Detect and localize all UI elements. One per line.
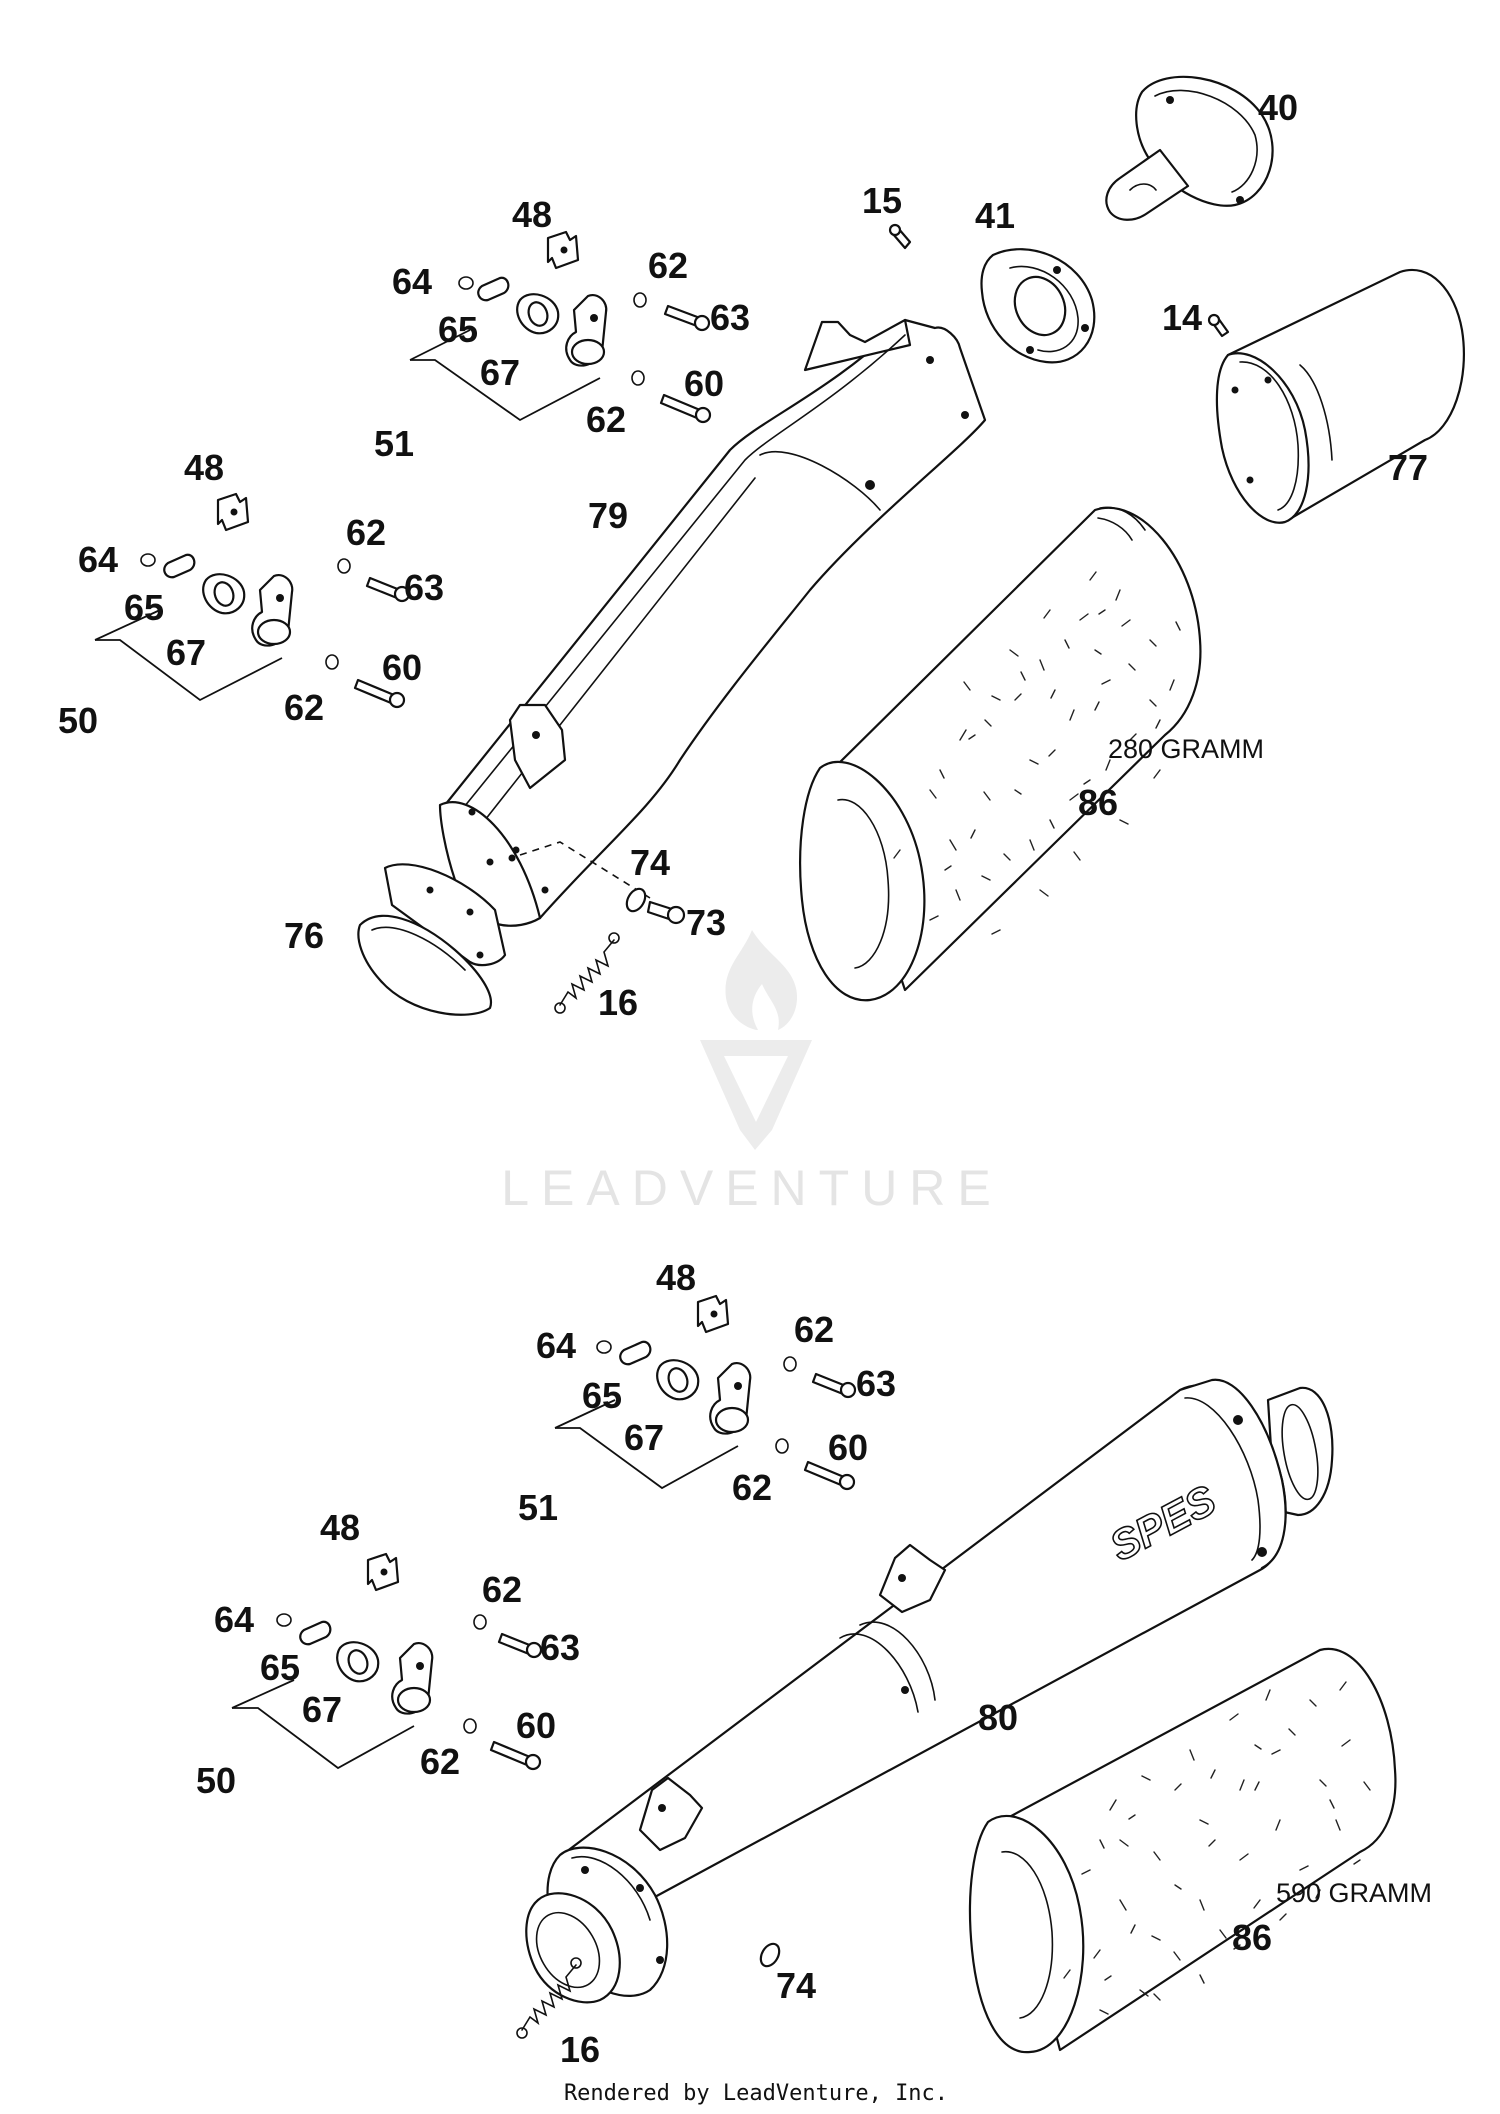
callout-65: 65: [438, 309, 478, 350]
washer-part-74-top: [625, 887, 647, 913]
callout-16b: 16: [560, 2029, 600, 2070]
callout-60c: 60: [828, 1427, 868, 1468]
callout-65b: 65: [124, 587, 164, 628]
callout-62c: 62: [346, 512, 386, 553]
callout-86: 86: [1078, 782, 1118, 823]
packing-texture-top: [893, 571, 1181, 935]
callout-65c: 65: [582, 1375, 622, 1416]
callout-16: 16: [598, 982, 638, 1023]
washer-part-64: [596, 1340, 612, 1354]
rivet-part-14: [1207, 313, 1230, 338]
watermark-text: LEADVENTURE: [501, 1160, 1003, 1216]
end-cone-part-77: [1215, 269, 1466, 524]
callout-62e: 62: [794, 1309, 834, 1350]
callout-80: 80: [978, 1697, 1018, 1738]
callout-50: 50: [58, 700, 98, 741]
muffler-assembly-part-80: SPES: [525, 1378, 1334, 2004]
sleeve-part-65: [299, 1620, 332, 1646]
sleeve-part-65: [163, 553, 196, 579]
callout-48b: 48: [184, 447, 224, 488]
flange-plate-part-41: [980, 248, 1096, 364]
callout-63d: 63: [540, 1627, 580, 1668]
callout-73: 73: [686, 902, 726, 943]
sleeve-part-65: [477, 276, 510, 302]
hanger-set-upper-top: [409, 230, 712, 424]
callout-62a: 62: [648, 245, 688, 286]
packing-weight-note-bottom: 590 GRAMM: [1276, 1878, 1432, 1908]
sleeve-part-65: [619, 1340, 652, 1366]
callout-60: 60: [684, 363, 724, 404]
callout-51: 51: [374, 423, 414, 464]
callout-60b: 60: [382, 647, 422, 688]
packing-sleeve-part-86-bottom: [968, 1647, 1397, 2054]
callout-64: 64: [392, 261, 432, 302]
callout-41: 41: [975, 195, 1015, 236]
callout-74b: 74: [776, 1965, 816, 2006]
callout-62f: 62: [732, 1467, 772, 1508]
callout-77: 77: [1388, 447, 1428, 488]
alignment-line: [519, 841, 651, 899]
callout-63: 63: [710, 297, 750, 338]
callout-62h: 62: [420, 1741, 460, 1782]
washer-part-64: [276, 1613, 292, 1627]
hanger-set-upper-bottom: [554, 1294, 857, 1491]
callout-64d: 64: [214, 1599, 254, 1640]
callout-63c: 63: [856, 1363, 896, 1404]
callout-14: 14: [1162, 297, 1202, 338]
callout-67: 67: [480, 352, 520, 393]
packing-weight-note-top: 280 GRAMM: [1108, 734, 1264, 764]
callout-48c: 48: [656, 1257, 696, 1298]
callout-62b: 62: [586, 399, 626, 440]
washer-part-64: [458, 276, 474, 290]
callout-62d: 62: [284, 687, 324, 728]
spring-part-16-top: [554, 932, 620, 1014]
callout-15: 15: [862, 180, 902, 221]
callout-63b: 63: [404, 567, 444, 608]
footer-credit: Rendered by LeadVenture, Inc.: [564, 2081, 948, 2106]
callout-48d: 48: [320, 1507, 360, 1548]
packing-texture-bottom: [1063, 1681, 1371, 2015]
callout-67c: 67: [624, 1417, 664, 1458]
washer-part-64: [140, 553, 156, 567]
callout-64c: 64: [536, 1325, 576, 1366]
bottom-assembly: SPES 5: [196, 1257, 1432, 2070]
callout-62g: 62: [482, 1569, 522, 1610]
callout-51c: 51: [518, 1487, 558, 1528]
callout-67d: 67: [302, 1689, 342, 1730]
callout-74: 74: [630, 842, 670, 883]
callout-76: 76: [284, 915, 324, 956]
hanger-set-lower-bottom: [231, 1552, 543, 1771]
washer-part-74-bottom: [759, 1942, 781, 1968]
hanger-set-lower-top: [94, 492, 411, 709]
callout-48: 48: [512, 194, 552, 235]
top-assembly: 280 GRAMM: [58, 75, 1466, 1023]
end-cap-part-40: [1105, 75, 1274, 221]
callout-64b: 64: [78, 539, 118, 580]
callout-67b: 67: [166, 632, 206, 673]
leadventure-watermark: LEADVENTURE: [501, 930, 1003, 1216]
spring-part-16-bottom: [516, 1957, 582, 2039]
rivet-part-15: [888, 223, 912, 250]
callout-60d: 60: [516, 1705, 556, 1746]
callout-86b: 86: [1232, 1917, 1272, 1958]
callout-40: 40: [1258, 87, 1298, 128]
callout-65d: 65: [260, 1647, 300, 1688]
packing-sleeve-part-86-top: [799, 506, 1202, 1002]
callout-79: 79: [588, 495, 628, 536]
callout-50c: 50: [196, 1760, 236, 1801]
inlet-cone-part-76: [357, 863, 507, 1016]
bolt-part-73-top: [646, 900, 686, 925]
